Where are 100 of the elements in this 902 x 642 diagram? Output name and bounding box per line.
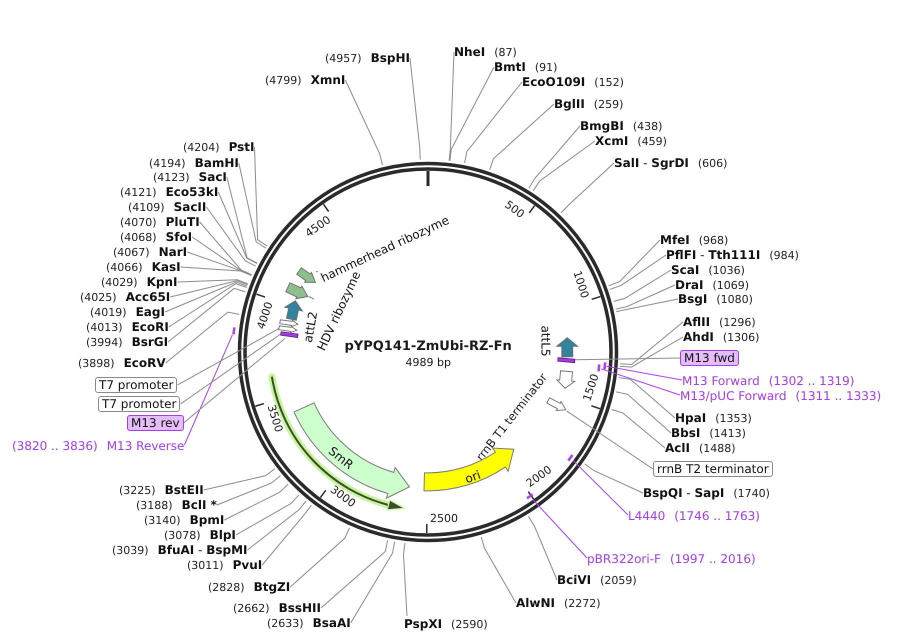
- leader-line: [165, 312, 240, 364]
- primer-label: M13 rev: [127, 415, 184, 431]
- cut-site-position: (606): [698, 157, 728, 170]
- leader-line: [566, 410, 654, 470]
- cut-site-position: (4799): [265, 74, 302, 87]
- primer-range: (1311 .. 1333): [796, 388, 882, 402]
- leader-line: [192, 236, 252, 276]
- cut-site-position: (4109): [128, 201, 165, 214]
- enzyme-name: PvuI: [232, 558, 262, 572]
- cut-site-position: (3898): [78, 357, 115, 370]
- cut-site-position: (3140): [144, 514, 181, 527]
- leader-line: [608, 240, 660, 286]
- feature-label: T7 promoter: [95, 377, 178, 393]
- enzyme-name: EcoRV: [124, 356, 166, 370]
- cut-site-position: (3011): [187, 559, 224, 572]
- leader-line: [164, 282, 248, 312]
- enzyme-name: BmtI: [494, 60, 526, 74]
- enzyme-name: XcmI: [595, 134, 628, 148]
- cut-site-position: (4204): [183, 141, 220, 154]
- feature-label: rrnB T2 terminator: [653, 461, 773, 477]
- leader-line: [183, 338, 286, 424]
- enzyme-name: SacII: [174, 200, 206, 214]
- leader-line: [532, 499, 588, 558]
- leader-line: [464, 82, 522, 164]
- leader-line: [290, 527, 350, 588]
- primer-site-mark: [602, 362, 606, 370]
- leader-line: [610, 254, 666, 290]
- enzyme-name: EcoRI: [132, 320, 169, 334]
- enzyme-name: Acc65I: [126, 290, 170, 304]
- leader-line: [218, 192, 258, 264]
- primer-site-mark: [232, 326, 236, 335]
- leader-line: [168, 288, 246, 342]
- leader-line: [615, 284, 676, 310]
- leader-line: [573, 460, 628, 516]
- leader-line: [410, 58, 421, 160]
- cut-site-position: (1036): [708, 264, 745, 277]
- enzyme-name: Eco53kI: [166, 185, 218, 199]
- enzyme-name: NarI: [158, 245, 188, 259]
- primer-name: L4440: [628, 508, 666, 522]
- cut-site-position: (4123): [153, 171, 190, 184]
- leader-line: [600, 368, 680, 396]
- enzyme-name: BssHII: [278, 601, 321, 615]
- leader-line: [618, 377, 676, 418]
- feature-block: [556, 336, 578, 358]
- feature-block: [546, 396, 567, 412]
- enzyme-name: PstI: [228, 140, 255, 154]
- primer-site-mark: [526, 493, 534, 500]
- cut-site-position: (4067): [113, 246, 150, 259]
- enzyme-name: MfeI: [660, 233, 690, 247]
- primer-name: M13 Forward: [682, 374, 760, 388]
- primer-bar: [280, 331, 298, 339]
- enzyme-name: BspQI - SapI: [643, 486, 724, 500]
- cut-site-position: (1413): [709, 427, 746, 440]
- feature-block: [296, 267, 316, 284]
- enzyme-name: KpnI: [146, 275, 178, 289]
- cut-site-position: (968): [698, 234, 728, 247]
- enzyme-name: BmgBI: [580, 119, 624, 133]
- cut-site-position: (4068): [120, 231, 157, 244]
- leader-line: [168, 283, 248, 328]
- enzyme-name: BsgI: [678, 292, 708, 306]
- plasmid-size: 4989 bp: [406, 356, 451, 368]
- feature-block: [279, 319, 299, 328]
- cut-site-position: (438): [632, 120, 662, 133]
- primer-site-mark: [597, 364, 602, 372]
- leader-line: [606, 366, 682, 380]
- cut-site-position: (1296): [719, 316, 756, 329]
- leader-line: [584, 463, 644, 494]
- cut-site-position: (4025): [80, 291, 117, 304]
- leader-line: [616, 391, 672, 434]
- leader-line: [180, 332, 282, 404]
- enzyme-name: ScaI: [671, 263, 700, 277]
- cut-site-position: (459): [637, 135, 667, 148]
- feature-block: [278, 325, 298, 334]
- cut-site-position: (152): [594, 76, 624, 89]
- leader-line: [235, 494, 300, 536]
- cut-site-position: (87): [494, 46, 517, 59]
- cut-site-position: (2272): [564, 597, 601, 610]
- cut-site-position: (984): [769, 249, 799, 262]
- leader-line: [528, 516, 558, 580]
- leader-line: [350, 541, 396, 624]
- feature-label: ori: [463, 468, 483, 486]
- enzyme-name: PflFI - Tth111I: [666, 248, 760, 262]
- primer-name: pBR322ori-F: [587, 552, 661, 566]
- leader-line: [226, 176, 258, 264]
- cut-site-position: (4957): [325, 52, 362, 65]
- enzyme-name: AhdI: [683, 330, 714, 344]
- enzyme-name: BclI *: [182, 498, 217, 512]
- enzyme-name: EcoO109I: [522, 75, 586, 89]
- enzyme-name: AflII: [683, 315, 710, 329]
- primer-label: M13 fwd: [680, 350, 739, 366]
- enzyme-name: AclI: [665, 441, 690, 455]
- feature-block: [285, 282, 309, 300]
- cut-site-position: (4019): [90, 306, 127, 319]
- leader-line: [177, 279, 248, 284]
- feature-label: T7 promoter: [98, 396, 180, 412]
- enzyme-name: AlwNI: [516, 596, 555, 610]
- leader-line: [489, 104, 554, 170]
- leader-line: [532, 140, 596, 192]
- tick-label: 500: [502, 198, 527, 221]
- leader-line: [180, 266, 252, 276]
